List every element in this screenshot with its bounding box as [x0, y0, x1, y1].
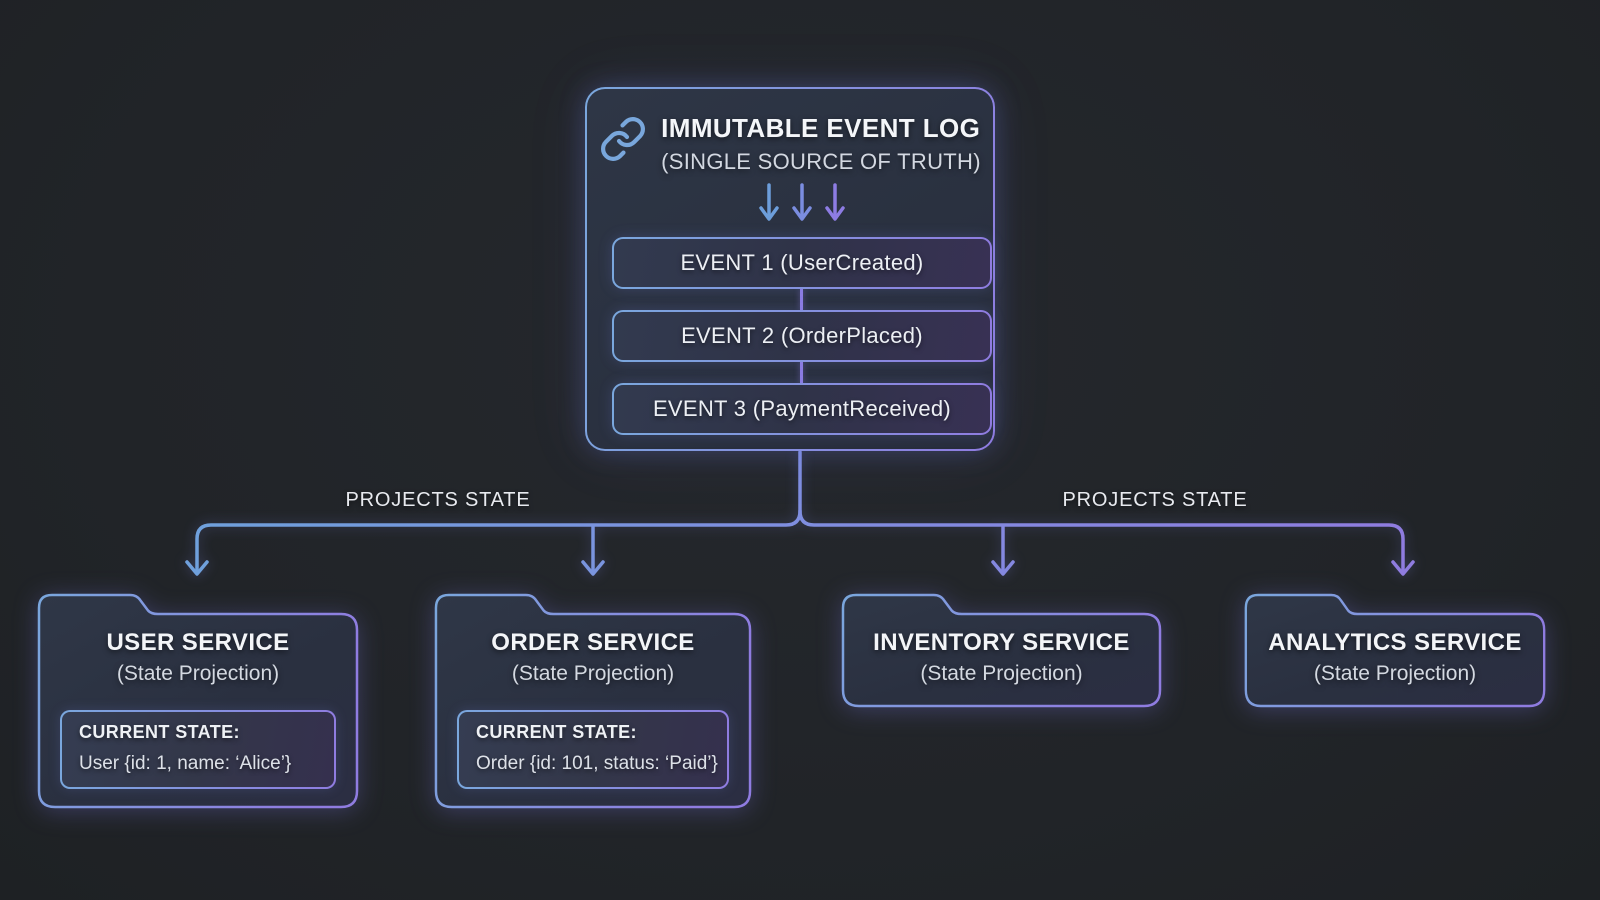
- event-log-panel: IMMUTABLE EVENT LOG (SINGLE SOURCE OF TR…: [585, 87, 995, 451]
- current-state-value: Order {id: 101, status: ‘Paid’}: [476, 753, 718, 774]
- service-card-analytics: ANALYTICS SERVICE (State Projection): [1243, 593, 1547, 709]
- service-subtitle: (State Projection): [511, 662, 675, 685]
- arrow-down-icon: [1391, 560, 1415, 576]
- current-state-label: CURRENT STATE:: [79, 722, 240, 742]
- event-log-subtitle: (SINGLE SOURCE OF TRUTH): [661, 149, 981, 174]
- service-card-inventory: INVENTORY SERVICE (State Projection): [840, 593, 1163, 709]
- service-card-order: ORDER SERVICE (State Projection) CURRENT…: [433, 593, 753, 810]
- arrow-down-icon: [185, 560, 209, 576]
- arrow-down-icon: [581, 560, 605, 576]
- event-item-2: EVENT 2 (OrderPlaced): [612, 310, 992, 362]
- service-name: ORDER SERVICE: [491, 629, 695, 656]
- service-card-user: USER SERVICE (State Projection) CURRENT …: [36, 593, 360, 810]
- arrow-down-icon: [792, 183, 812, 221]
- service-name: INVENTORY SERVICE: [873, 629, 1130, 656]
- service-name: USER SERVICE: [106, 629, 290, 656]
- folder-shape: [841, 593, 1162, 708]
- event-item-label: EVENT 2 (OrderPlaced): [681, 323, 923, 348]
- event-log-header: IMMUTABLE EVENT LOG (SINGLE SOURCE OF TR…: [587, 113, 993, 175]
- event-item-label: EVENT 1 (UserCreated): [680, 250, 924, 275]
- event-log-title: IMMUTABLE EVENT LOG: [661, 113, 981, 143]
- current-state-box: CURRENT STATE: Order {id: 101, status: ‘…: [457, 710, 729, 789]
- service-name: ANALYTICS SERVICE: [1268, 629, 1522, 656]
- event-link-line: [800, 289, 803, 310]
- service-subtitle: (State Projection): [1313, 662, 1477, 685]
- event-link-line: [800, 362, 803, 383]
- arrow-down-icon: [759, 183, 779, 221]
- arrow-down-icon: [825, 183, 845, 221]
- event-item-3: EVENT 3 (PaymentReceived): [612, 383, 992, 435]
- service-subtitle: (State Projection): [920, 662, 1083, 685]
- projects-state-label-right: PROJECTS STATE: [1062, 489, 1248, 511]
- current-state-label: CURRENT STATE:: [476, 722, 637, 742]
- current-state-box: CURRENT STATE: User {id: 1, name: ‘Alice…: [60, 710, 336, 789]
- current-state-value: User {id: 1, name: ‘Alice’}: [79, 753, 292, 774]
- event-flow-arrows: [759, 183, 845, 221]
- folder-shape: [1244, 593, 1546, 708]
- service-subtitle: (State Projection): [116, 662, 280, 685]
- projects-state-label-left: PROJECTS STATE: [345, 489, 531, 511]
- event-item-1: EVENT 1 (UserCreated): [612, 237, 992, 289]
- event-item-label: EVENT 3 (PaymentReceived): [652, 396, 952, 421]
- arrow-down-icon: [991, 560, 1015, 576]
- branch-right: [798, 509, 1405, 573]
- chain-link-icon: [601, 117, 646, 161]
- event-log-heading: IMMUTABLE EVENT LOG (SINGLE SOURCE OF TR…: [661, 113, 981, 175]
